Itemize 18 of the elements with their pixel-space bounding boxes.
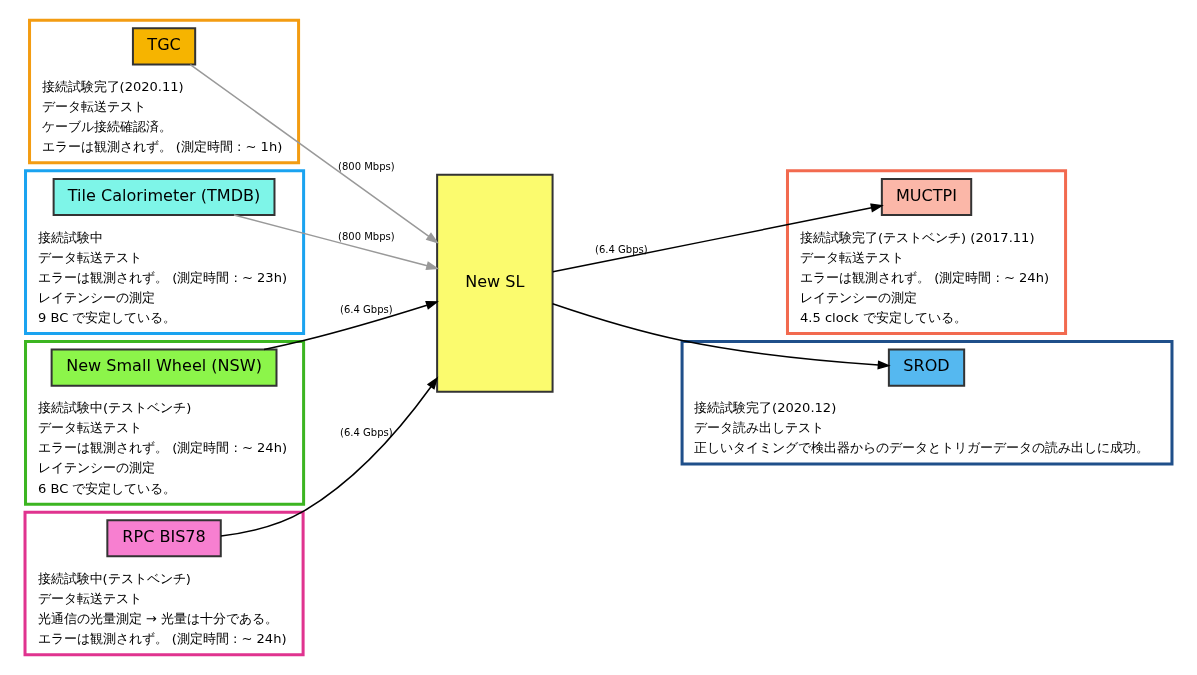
node-box: MUCTPI [880,177,973,217]
edge-label: (6.4 Gbps) [340,426,393,438]
node-box: Tile Calorimeter (TMDB) [52,177,276,217]
arrow [263,300,439,351]
arrow [220,376,439,537]
arrow [233,214,440,271]
node-box: New SL [436,173,554,393]
arrow [551,303,891,370]
edge-label: (6.4 Gbps) [340,304,393,316]
edge-label: (800 Mbps) [337,160,395,172]
node-box: SROD [887,348,966,387]
edge-label: (6.4 Gbps) [595,244,648,256]
node-box: New Small Wheel (NSW) [50,348,278,387]
arrow [552,203,884,273]
node-box: RPC BIS78 [106,519,222,558]
arrow [189,63,439,244]
edge-label: (800 Mbps) [337,231,395,243]
node-box: TGC [131,27,197,66]
